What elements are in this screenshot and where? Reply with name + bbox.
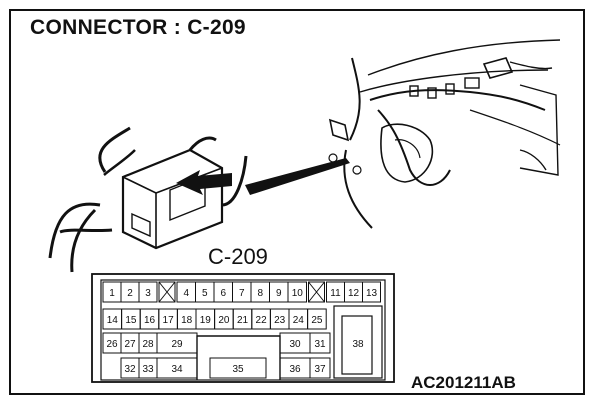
clip [464, 77, 480, 89]
pin-number: 3 [145, 288, 151, 299]
connector-illustration [48, 126, 248, 273]
pin-number: 5 [202, 288, 208, 299]
grommet [328, 153, 338, 163]
pin-number: 34 [171, 364, 183, 375]
pin-cavity [138, 281, 158, 303]
pin-number: 14 [107, 315, 119, 326]
pin-number: 19 [200, 315, 212, 326]
diagram-frame [9, 9, 585, 395]
pin-number: 27 [124, 339, 136, 350]
dash-outline [359, 69, 549, 93]
pin-number: 26 [106, 339, 118, 350]
connector-caption: C-209 [208, 244, 268, 269]
harness-bundle [380, 123, 434, 183]
pin-cavity [307, 308, 327, 330]
pin-cavity [309, 332, 331, 354]
pin-cavity [209, 357, 267, 379]
pin-number: 4 [183, 288, 189, 299]
clip [445, 83, 455, 95]
relay-block [482, 57, 514, 79]
wire [59, 228, 113, 234]
pinout-large-cavity [333, 305, 383, 379]
pin-number: 15 [125, 315, 137, 326]
dash-outline [367, 39, 561, 76]
harness [377, 109, 451, 186]
grommet [352, 165, 362, 175]
connector-latch [131, 212, 151, 238]
pin-number: 31 [314, 339, 326, 350]
harness [369, 89, 546, 111]
pin-number: 13 [366, 288, 378, 299]
pin-number: 36 [289, 364, 301, 375]
pin-number: 22 [256, 315, 268, 326]
pin-cavity [287, 281, 307, 303]
arrow-icon [176, 170, 232, 195]
figure-reference: AC201211AB [411, 373, 516, 392]
pin-number: 1 [109, 288, 115, 299]
pin-number: 7 [239, 288, 245, 299]
dash-outline [469, 109, 561, 146]
pin-number: 16 [144, 315, 156, 326]
pin-cavity [309, 357, 331, 379]
harness [349, 57, 361, 141]
clip [409, 85, 419, 97]
pin-number: 21 [237, 315, 249, 326]
pin-number: 20 [218, 315, 230, 326]
dash-panel [519, 84, 559, 176]
clip [427, 87, 437, 99]
pin-number: 9 [276, 288, 282, 299]
pin-number: 12 [348, 288, 360, 299]
pin-number: 8 [257, 288, 263, 299]
wire [103, 149, 136, 176]
wire [98, 126, 131, 173]
pin-cavity [156, 357, 198, 379]
pin-number: 32 [124, 364, 136, 375]
pin-number: 10 [292, 288, 304, 299]
pin-number: 30 [289, 339, 301, 350]
unused-cavity-mark [158, 281, 176, 303]
pin-number: 6 [220, 288, 226, 299]
harness-detail [394, 139, 421, 159]
pin-number: 17 [163, 315, 175, 326]
pin-number: 11 [330, 288, 341, 299]
pin-number: 24 [293, 315, 305, 326]
harness [519, 149, 547, 171]
wire [48, 202, 101, 259]
pin-number: 2 [127, 288, 133, 299]
pointer-wedge [245, 158, 350, 195]
harness [509, 61, 553, 70]
pin-number: 18 [181, 315, 193, 326]
pinout-shell [91, 273, 395, 383]
pin-number: 38 [352, 339, 364, 350]
pin-number: 29 [171, 339, 183, 350]
pin-number: 35 [232, 364, 244, 375]
harness [343, 149, 373, 229]
pin-cavity [308, 281, 325, 303]
diagram-title: CONNECTOR : C-209 [30, 16, 246, 39]
pin-cavity [156, 332, 198, 354]
pin-number: 33 [142, 364, 154, 375]
wire [70, 208, 97, 273]
pin-cavity [158, 281, 176, 303]
pin-number: 25 [311, 315, 323, 326]
pinout-large-terminal [341, 315, 373, 375]
unused-cavity-mark [308, 281, 325, 303]
pin-number: 23 [274, 315, 286, 326]
harness-connector [328, 118, 350, 142]
connector-housing [121, 148, 224, 250]
wire [221, 155, 248, 207]
pin-number: 28 [142, 339, 154, 350]
wire [188, 136, 217, 151]
pin-cavity [362, 281, 381, 303]
pinout-inner [100, 279, 386, 381]
pin-number: 37 [314, 364, 326, 375]
dashboard-illustration [328, 39, 561, 229]
